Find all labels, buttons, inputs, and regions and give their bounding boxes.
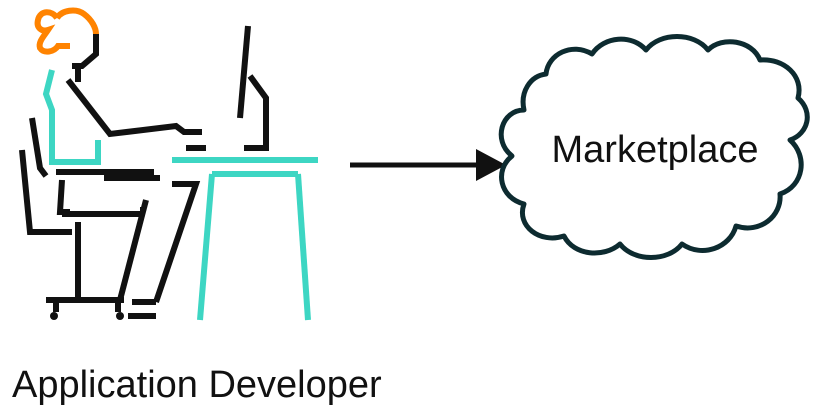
head-shape [65, 34, 202, 138]
cloud-label: Marketplace [552, 129, 759, 171]
arrow-right-icon [350, 149, 506, 181]
hair-shape [34, 7, 99, 55]
monitor-shape [186, 25, 269, 151]
legs-shape [56, 169, 201, 319]
chair-wheel-right [116, 312, 124, 320]
chair-wheel-left [50, 312, 58, 320]
desk-shape [172, 157, 318, 321]
developer-caption: Application Developer [12, 364, 382, 406]
chair-shape [19, 117, 140, 312]
developer-at-desk-icon [19, 7, 318, 321]
torso-shape [42, 69, 101, 165]
arrow-head [476, 149, 506, 181]
cloud-icon: Marketplace [498, 34, 810, 260]
cloud-outline [498, 34, 810, 260]
